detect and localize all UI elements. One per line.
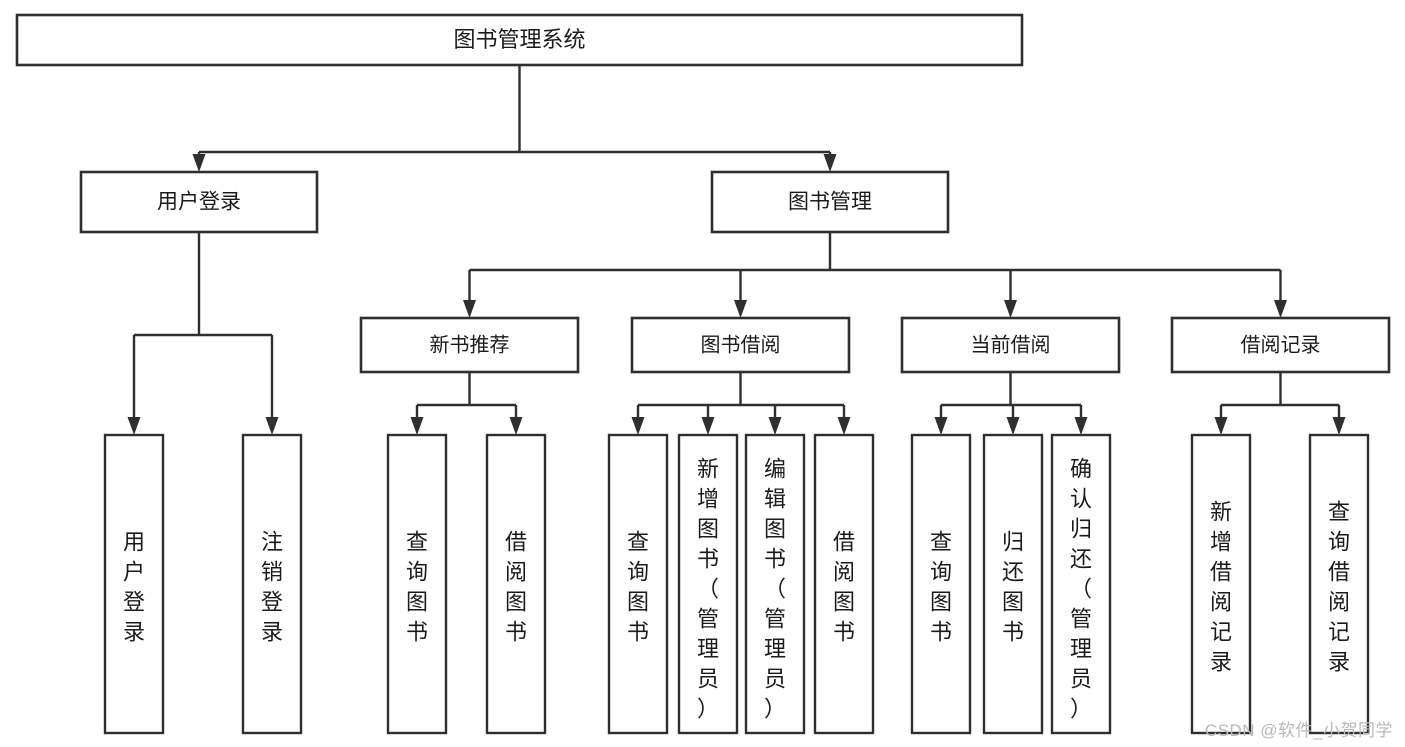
leaf-node-10-rect[interactable] (1050, 433, 1112, 735)
leaf-node-11-label: 新增借阅记录 (1210, 500, 1232, 675)
level2-node-0-rect[interactable] (79, 170, 319, 234)
connector-layer (127, 65, 1346, 435)
leaf-node-8-rect[interactable] (910, 433, 972, 735)
leaf-node-5-rect[interactable] (677, 433, 739, 735)
root-to-l2-0-arrowhead (192, 154, 206, 172)
leaf-node-11-rect[interactable] (1190, 433, 1252, 735)
leaf-node-10-label: 确认归还（管理员） (1070, 457, 1092, 722)
level3-node-3-rect[interactable] (1170, 316, 1391, 374)
leaf-node-10[interactable]: 确认归还（管理员） (1050, 433, 1112, 735)
level3-node-0[interactable]: 新书推荐 (359, 316, 580, 374)
leaf-node-1-label: 注销登录 (261, 530, 283, 645)
level2-node-1-label: 图书管理 (788, 191, 872, 214)
leaf-node-2-rect[interactable] (386, 433, 448, 735)
root-node-label: 图书管理系统 (453, 27, 585, 52)
leaf-node-0[interactable]: 用户登录 (103, 433, 165, 735)
parent-4-to-leaf-0-arrowhead (1214, 417, 1228, 435)
parent-3-to-leaf-1-arrowhead (1006, 417, 1020, 435)
level3-node-3-label: 借阅记录 (1241, 333, 1321, 356)
level2-node-1[interactable]: 图书管理 (710, 170, 950, 234)
parent-1-to-leaf-1-arrowhead (509, 417, 523, 435)
leaf-node-3-rect[interactable] (485, 433, 547, 735)
level2-node-0-label: 用户登录 (157, 191, 241, 214)
leaf-node-3[interactable]: 借阅图书 (485, 433, 547, 735)
level3-node-0-label: 新书推荐 (430, 333, 510, 356)
leaf-node-3-label: 借阅图书 (505, 530, 527, 645)
root-to-l2-1-arrowhead (823, 154, 837, 172)
parent-3-to-leaf-0-arrowhead (934, 417, 948, 435)
level3-node-2-label: 当前借阅 (971, 333, 1051, 356)
parent-0-to-leaf-1-arrowhead (265, 417, 279, 435)
level3-node-0-rect[interactable] (359, 316, 580, 374)
level3-node-1-rect[interactable] (630, 316, 851, 374)
parent-2-to-leaf-1-arrowhead (701, 417, 715, 435)
leaf-node-12-label: 查询借阅记录 (1328, 500, 1350, 675)
parent-4-to-leaf-1-arrowhead (1332, 417, 1346, 435)
parent-2-to-leaf-0-arrowhead (631, 417, 645, 435)
parent-3-to-leaf-2-arrowhead (1074, 417, 1088, 435)
leaf-node-1-rect[interactable] (241, 433, 303, 735)
leaf-node-8[interactable]: 查询图书 (910, 433, 972, 735)
root-node[interactable]: 图书管理系统 (15, 13, 1024, 67)
level3-node-1[interactable]: 图书借阅 (630, 316, 851, 374)
l2-to-l3-0-arrowhead (463, 300, 476, 318)
leaf-node-9-label: 归还图书 (1002, 530, 1024, 645)
parent-2-to-leaf-3-arrowhead (837, 417, 851, 435)
level3-node-3[interactable]: 借阅记录 (1170, 316, 1391, 374)
leaf-node-7-label: 借阅图书 (833, 530, 855, 645)
leaf-node-2-label: 查询图书 (406, 530, 428, 645)
leaf-node-11[interactable]: 新增借阅记录 (1190, 433, 1252, 735)
leaf-node-9-rect[interactable] (982, 433, 1044, 735)
level3-node-2-rect[interactable] (900, 316, 1121, 374)
leaf-node-6-label: 编辑图书（管理员） (764, 457, 786, 722)
level3-node-2[interactable]: 当前借阅 (900, 316, 1121, 374)
leaf-node-8-label: 查询图书 (930, 530, 952, 645)
parent-0-to-leaf-0-arrowhead (127, 417, 141, 435)
leaf-node-6-rect[interactable] (744, 433, 806, 735)
leaf-node-0-label: 用户登录 (123, 530, 145, 645)
root-node-rect[interactable] (15, 13, 1024, 67)
l2-to-l3-1-arrowhead (734, 300, 747, 318)
leaf-node-6[interactable]: 编辑图书（管理员） (744, 433, 806, 735)
leaf-node-7[interactable]: 借阅图书 (813, 433, 875, 735)
level2-node-1-rect[interactable] (710, 170, 950, 234)
parent-2-to-leaf-2-arrowhead (768, 417, 782, 435)
leaf-node-4-rect[interactable] (607, 433, 669, 735)
node-layer: 图书管理系统用户登录图书管理新书推荐图书借阅当前借阅借阅记录用户登录注销登录查询… (15, 13, 1391, 735)
leaf-node-0-rect[interactable] (103, 433, 165, 735)
leaf-node-5[interactable]: 新增图书（管理员） (677, 433, 739, 735)
leaf-node-1[interactable]: 注销登录 (241, 433, 303, 735)
leaf-node-12-rect[interactable] (1308, 433, 1370, 735)
leaf-node-5-label: 新增图书（管理员） (697, 457, 719, 722)
leaf-node-4-label: 查询图书 (627, 530, 649, 645)
leaf-node-12[interactable]: 查询借阅记录 (1308, 433, 1370, 735)
leaf-node-9[interactable]: 归还图书 (982, 433, 1044, 735)
l2-to-l3-2-arrowhead (1004, 300, 1017, 318)
parent-1-to-leaf-0-arrowhead (410, 417, 424, 435)
leaf-node-4[interactable]: 查询图书 (607, 433, 669, 735)
csdn-watermark: CSDN @软件_小贺同学 (1204, 721, 1393, 740)
leaf-node-7-rect[interactable] (813, 433, 875, 735)
level3-node-1-label: 图书借阅 (701, 333, 781, 356)
leaf-node-2[interactable]: 查询图书 (386, 433, 448, 735)
level2-node-0[interactable]: 用户登录 (79, 170, 319, 234)
l2-to-l3-3-arrowhead (1274, 300, 1287, 318)
